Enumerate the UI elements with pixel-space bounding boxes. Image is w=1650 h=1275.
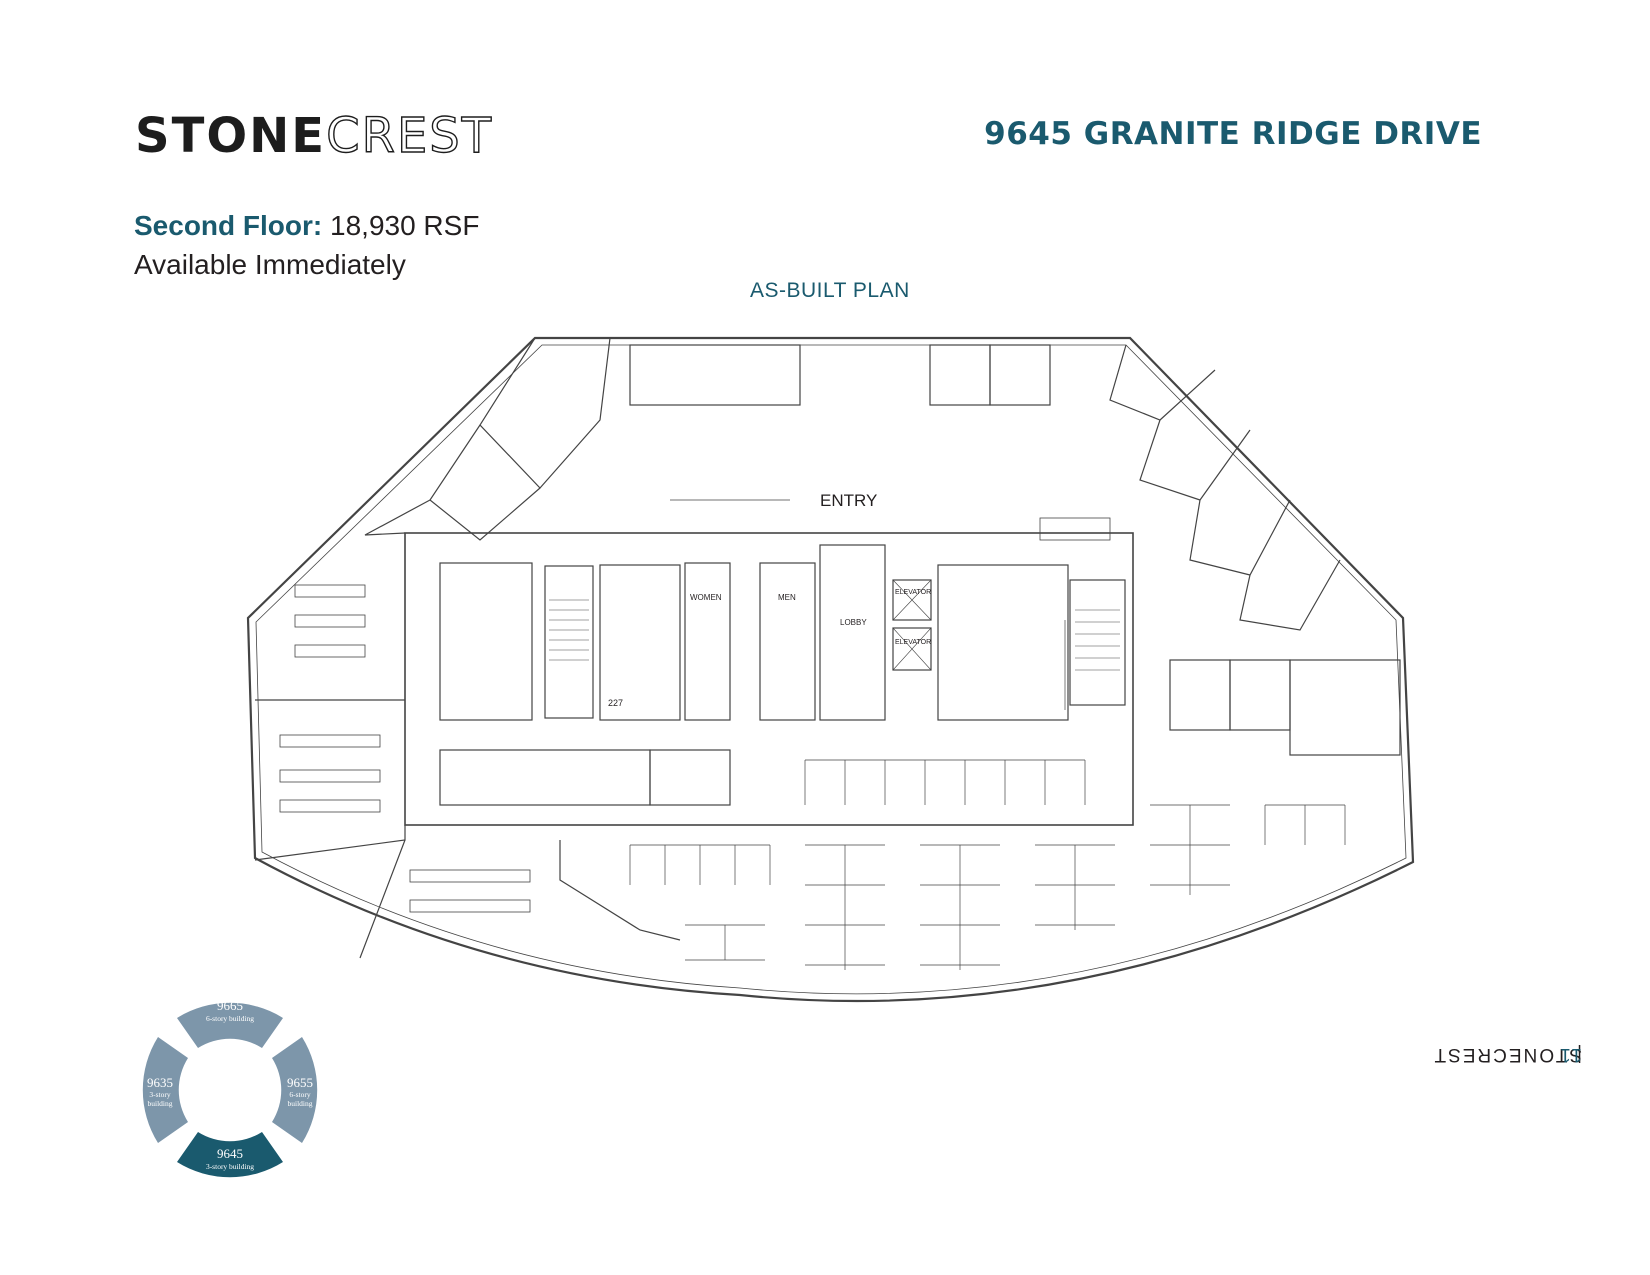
lobby-label: LOBBY: [840, 618, 867, 627]
site-9665-number: 9665: [217, 998, 243, 1013]
storage-room: [439, 749, 651, 806]
women-label: WOMEN: [690, 593, 722, 602]
page-footer: STONECREST | 11: [1432, 1043, 1582, 1209]
site-9635: [142, 1037, 188, 1143]
logo-outline: CREST: [325, 108, 494, 164]
site-9655-desc2: building: [287, 1099, 312, 1108]
floor-info: Second Floor: 18,930 RSF: [134, 210, 479, 242]
stair-2: [1069, 579, 1126, 706]
copy-room: [649, 749, 731, 806]
elevator-label-2: ELEVATOR: [895, 639, 931, 646]
restroom-men: [759, 562, 816, 721]
room-number: 227: [608, 698, 623, 708]
break-room: [937, 564, 1069, 721]
logo-bold: STONE: [135, 108, 327, 164]
lobby: [819, 544, 886, 721]
site-9665-desc: 6-story building: [206, 1014, 254, 1023]
site-9665: [177, 1002, 283, 1048]
conference-room-1: [439, 562, 533, 721]
site-9645-desc: 3-story building: [206, 1162, 254, 1171]
site-9635-desc2: building: [147, 1099, 172, 1108]
elevator-1: [892, 579, 932, 621]
conference-room-2: [599, 564, 681, 721]
site-9655-number: 9655: [287, 1075, 313, 1090]
core: [404, 532, 1134, 826]
site-9645: [177, 1132, 283, 1178]
site-9635-number: 9635: [147, 1075, 173, 1090]
elevator-2: [892, 627, 932, 671]
stair-1: [544, 565, 594, 719]
site-map: 9665 6-story building 9635 3-story build…: [142, 998, 318, 1178]
outer-wall: [246, 336, 1415, 1003]
elevator-label-1: ELEVATOR: [895, 589, 931, 596]
site-9645-number: 9645: [217, 1146, 243, 1161]
floor-size: 18,930 RSF: [330, 210, 480, 241]
restroom-women: [684, 562, 731, 721]
property-address: 9645 GRANITE RIDGE DRIVE: [984, 116, 1482, 152]
site-9655: [272, 1037, 318, 1143]
floor-label: Second Floor:: [134, 210, 323, 241]
men-label: MEN: [778, 593, 796, 602]
availability: Available Immediately: [134, 249, 406, 280]
brand-logo: STONECREST: [135, 111, 493, 160]
site-9635-desc1: 3-story: [149, 1090, 170, 1099]
plan-title: AS-BUILT PLAN: [750, 279, 910, 302]
entry-label: ENTRY: [820, 491, 877, 510]
site-9655-desc1: 6-story: [289, 1090, 310, 1099]
page-number: 11: [1558, 1044, 1582, 1065]
inner-wall: [255, 344, 1407, 995]
